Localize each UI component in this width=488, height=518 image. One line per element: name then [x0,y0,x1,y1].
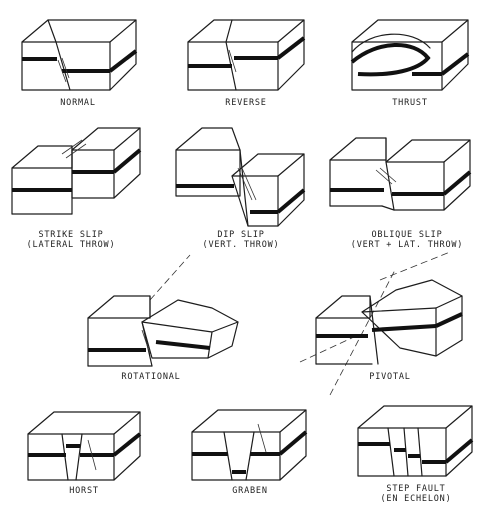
reverse-fault-block [187,19,306,91]
caption-normal: NORMAL [60,98,96,108]
graben-block [191,409,308,481]
caption-pivotal: PIVOTAL [369,372,411,382]
caption-dip-slip: DIP SLIP(VERT. THROW) [202,230,280,250]
caption-horst: HORST [69,486,99,496]
rotational-block [87,254,239,367]
strike-slip-block [11,127,142,215]
caption-thrust: THRUST [392,98,428,108]
oblique-slip-block [329,137,472,211]
caption-reverse: REVERSE [225,98,267,108]
caption-rotational: ROTATIONAL [121,372,181,382]
caption-step-fault: STEP FAULT(EN ECHELON) [380,484,452,504]
normal-fault-block [21,19,138,91]
caption-oblique-slip: OBLIQUE SLIP(VERT + LAT. THROW) [350,230,464,250]
caption-strike-slip: STRIKE SLIP(LATERAL THROW) [26,230,116,250]
step-fault-block [357,405,474,477]
horst-block [27,411,142,481]
thrust-fault-block [350,19,470,91]
caption-graben: GRABEN [232,486,268,496]
pivotal-block [299,251,463,396]
dip-slip-block [175,127,306,227]
